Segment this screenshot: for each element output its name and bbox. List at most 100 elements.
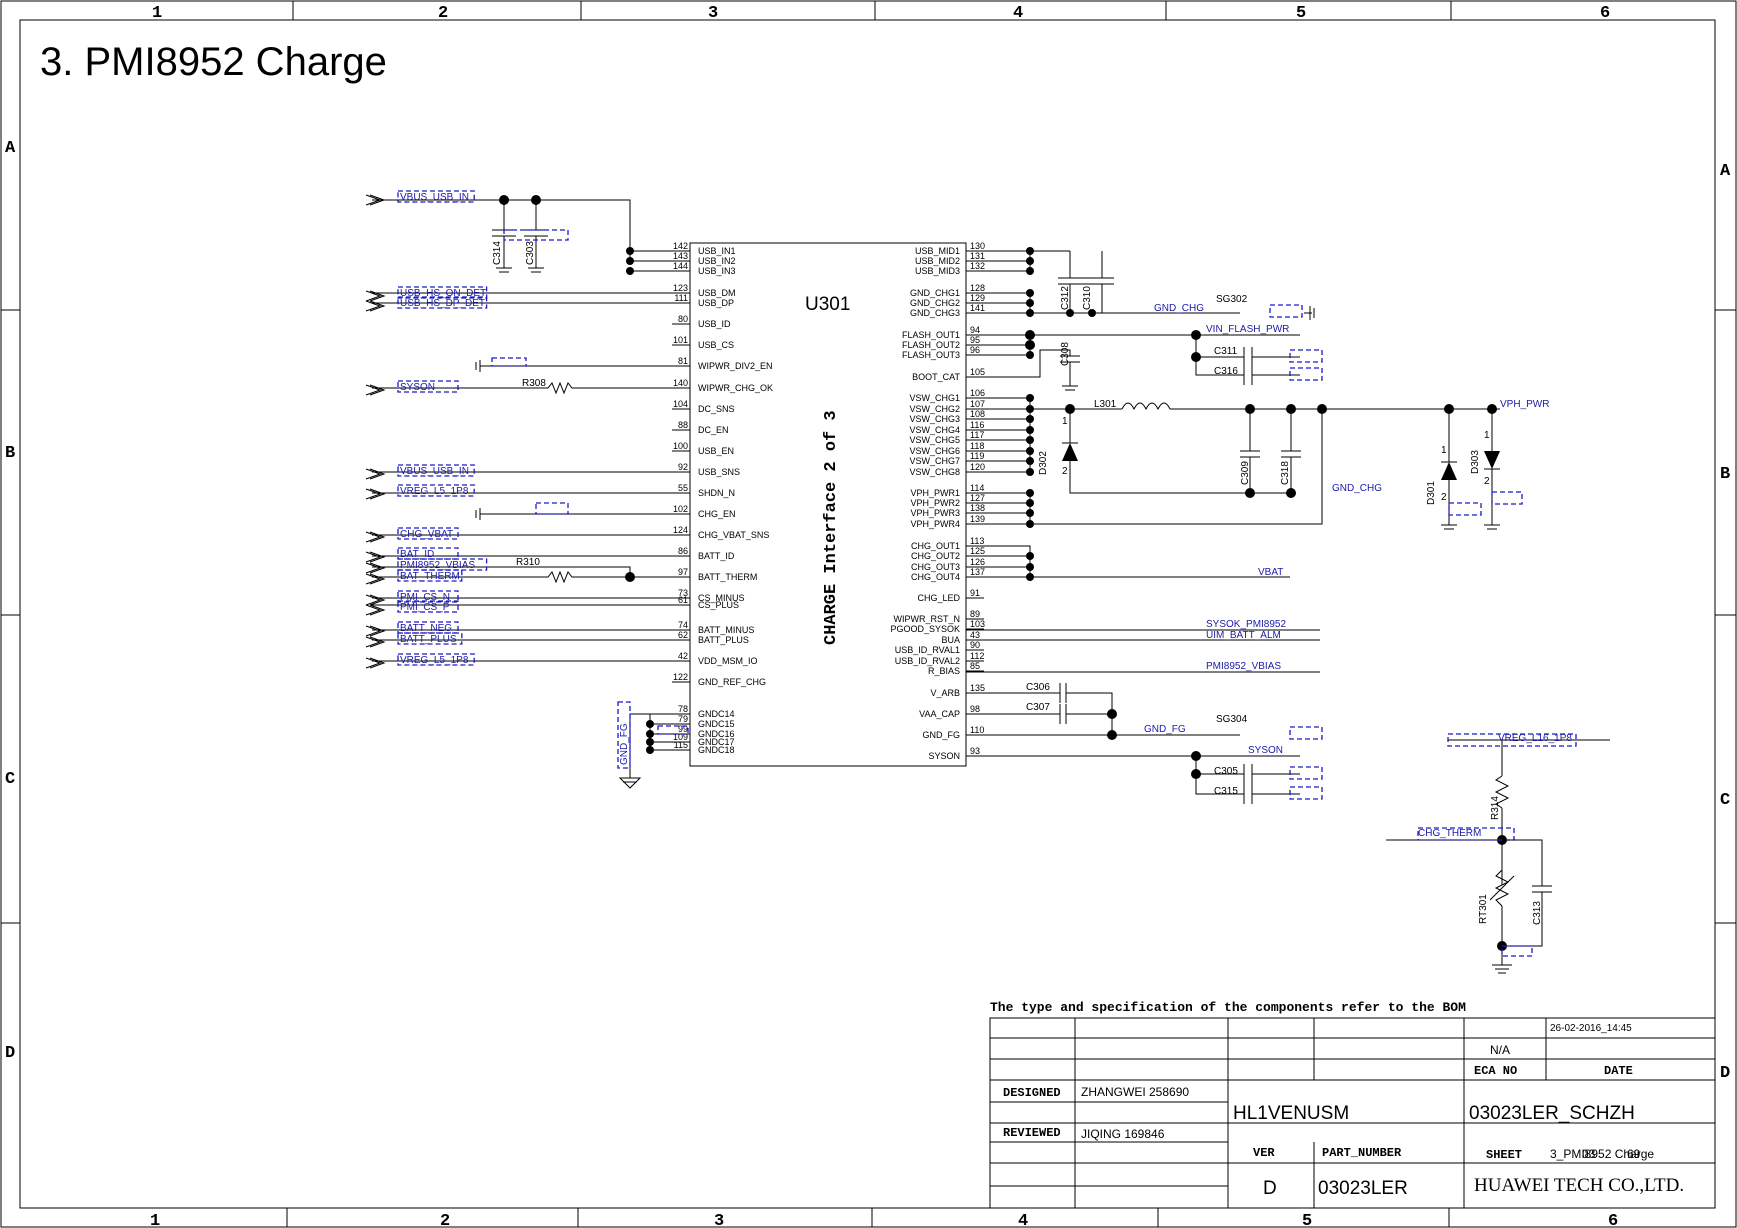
- left-pin-name: USB_DM: [698, 288, 736, 298]
- left-pin-number: 115: [674, 740, 688, 750]
- left-zone-B: B: [5, 444, 15, 463]
- right-net-label: SYSON: [1248, 745, 1283, 756]
- right-pin-name: VPH_PWR1: [910, 488, 960, 498]
- right-pin-number: 108: [970, 409, 985, 419]
- left-net-label: PMI8952_VBIAS: [400, 560, 475, 571]
- right-pin-name: CHG_LED: [917, 593, 960, 603]
- left-pin-number: 101: [673, 335, 688, 345]
- left-pin-name: DC_SNS: [698, 404, 735, 414]
- ref-d303: D303: [1470, 450, 1481, 474]
- right-pin-number: 107: [970, 399, 985, 409]
- left-pin-name: CS_MINUS: [698, 593, 745, 603]
- left-net-label: VREG_L5_1P8: [400, 655, 469, 666]
- right-pin-name: PGOOD_SYSOK: [890, 624, 960, 634]
- bottom-zone-6: 6: [1608, 1212, 1618, 1228]
- top-zone-4: 4: [1013, 4, 1023, 23]
- right-pin-number: 119: [970, 451, 984, 461]
- right-net-label: CHG_THERM: [1418, 828, 1481, 839]
- left-pin-number: 102: [673, 504, 688, 514]
- left-pin-number: 124: [673, 525, 688, 535]
- right-pin-name: SYSON: [928, 751, 960, 761]
- right-pin-number: 112: [970, 651, 984, 661]
- right-pin-name: VSW_CHG7: [909, 456, 960, 466]
- right-pin-number: 128: [970, 283, 985, 293]
- tb-project: HL1VENUSM: [1233, 1103, 1349, 1124]
- left-net-label: BAT_THERM: [400, 571, 460, 582]
- ref-sg304: SG304: [1216, 714, 1248, 725]
- left-pin-name: USB_SNS: [698, 467, 740, 477]
- right-zone-A: A: [1720, 162, 1731, 181]
- right-pin-number: 110: [970, 725, 984, 735]
- right-pin-name: CHG_OUT2: [911, 551, 960, 561]
- right-pin-name: GND_CHG2: [910, 298, 960, 308]
- left-pin-name: USB_IN3: [698, 266, 736, 276]
- left-net-label: VREG_L5_1P8: [400, 486, 469, 497]
- left-pin-name: VDD_MSM_IO: [698, 656, 758, 666]
- tb-eca-label: ECA NO: [1474, 1064, 1517, 1078]
- right-pin-number: 105: [970, 367, 985, 377]
- left-pin-name: USB_CS: [698, 340, 734, 350]
- bom-note: The type and specification of the compon…: [990, 1000, 1466, 1015]
- left-pin-number: 140: [673, 378, 688, 388]
- left-pin-name: USB_EN: [698, 446, 734, 456]
- right-zone-D: D: [1720, 1064, 1730, 1083]
- ref-c305: C305: [1214, 766, 1238, 777]
- right-pin-name: VSW_CHG1: [909, 393, 960, 403]
- right-pin-name: VSW_CHG4: [909, 425, 960, 435]
- right-pin-name: USB_ID_RVAL2: [895, 656, 960, 666]
- zone-labels: 1 2 3 4 5 6 1 2 3 4 5 6 A B C D A B C D: [5, 4, 1731, 1228]
- left-net-label: PMI_CS_N: [400, 592, 450, 603]
- right-pin-name: BOOT_CAT: [912, 372, 960, 382]
- left-net-label: BAT_ID: [400, 549, 434, 560]
- left-pin-name: USB_DP: [698, 298, 734, 308]
- left-pin-name: SHDN_N: [698, 488, 735, 498]
- left-zone-C: C: [5, 770, 15, 789]
- right-pin-name: VSW_CHG8: [909, 467, 960, 477]
- pin1-d302: 1: [1062, 416, 1068, 427]
- top-zone-6: 6: [1600, 4, 1610, 23]
- right-zone-B: B: [1720, 465, 1730, 484]
- right-pin-name: VPH_PWR3: [910, 508, 960, 518]
- right-pin-number: 93: [970, 746, 980, 756]
- right-pin-name: VAA_CAP: [919, 709, 960, 719]
- left-pin-name: GNDC17: [698, 737, 735, 747]
- right-pin-number: 113: [970, 536, 984, 546]
- chip-section-label: CHARGE Interface 2 of 3: [822, 410, 841, 645]
- tb-sheet-of: 03: [1582, 1147, 1596, 1161]
- left-pin-number: 123: [673, 283, 688, 293]
- ref-l301: L301: [1094, 399, 1117, 410]
- right-zone-C: C: [1720, 791, 1730, 810]
- ref-rt301: RT301: [1478, 894, 1489, 924]
- ref-c307: C307: [1026, 702, 1050, 713]
- left-pin-name: USB_IN2: [698, 256, 736, 266]
- left-pin-number: 61: [678, 595, 688, 605]
- tb-sheet-value: 3_PMI8952 Charge: [1550, 1147, 1654, 1161]
- top-zone-1: 1: [152, 4, 162, 23]
- right-pin-number: 129: [970, 293, 985, 303]
- right-pin-name: V_ARB: [930, 688, 960, 698]
- right-pin-number: 125: [970, 546, 985, 556]
- right-pin-name: FLASH_OUT1: [902, 330, 960, 340]
- ref-r310: R310: [516, 557, 540, 568]
- right-pin-number: 135: [970, 683, 985, 693]
- left-pin-number: 144: [673, 261, 688, 271]
- left-pin-number: 104: [673, 399, 688, 409]
- right-net-label: VPH_PWR: [1500, 399, 1549, 410]
- right-pin-name: USB_MID1: [915, 246, 960, 256]
- right-pin-number: 85: [970, 661, 980, 671]
- left-pin-name: WIPWR_CHG_OK: [698, 383, 773, 393]
- ref-c313: C313: [1532, 901, 1543, 925]
- right-pin-name: R_BIAS: [928, 666, 960, 676]
- left-pin-number: 122: [673, 672, 688, 682]
- left-pin-number: 111: [674, 293, 688, 303]
- left-zone-A: A: [5, 139, 16, 158]
- ref-sg302: SG302: [1216, 294, 1248, 305]
- bottom-zone-4: 4: [1018, 1212, 1028, 1228]
- tb-reviewed-value: JIQING 169846: [1081, 1127, 1165, 1141]
- right-pin-number: 132: [970, 261, 985, 271]
- left-net-label: BATT_NEG: [400, 623, 452, 634]
- tb-part-label: PART_NUMBER: [1322, 1146, 1402, 1160]
- left-pin-name: GNDC16: [698, 729, 735, 739]
